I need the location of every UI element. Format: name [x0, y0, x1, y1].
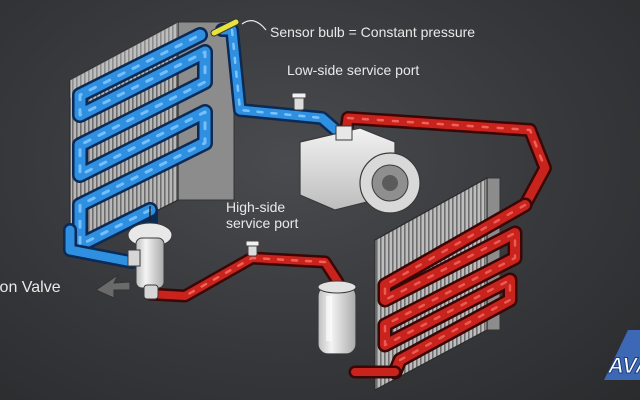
expansion-valve [127, 206, 173, 300]
ava-logo: AVA [604, 330, 640, 380]
sensor-bulb-label: Sensor bulb = Constant pressure [270, 24, 476, 40]
sensor-bulb [210, 18, 240, 37]
low-side-service-port [291, 92, 307, 111]
sensor-pointer [241, 20, 267, 31]
suction-line [63, 23, 345, 269]
liquid-line [143, 251, 402, 379]
receiver-drier [317, 280, 357, 355]
high-side-service-port [245, 240, 260, 257]
condenser-coil [377, 197, 533, 380]
high-side-port-label-line1: High-side [226, 199, 286, 215]
compressor [299, 125, 421, 214]
valve-pointer-arrow [94, 273, 131, 299]
expansion-valve-label: sion Valve [0, 279, 61, 296]
low-side-port-label: Low-side service port [287, 62, 420, 78]
svg-text:AVA: AVA [607, 353, 640, 378]
high-side-port-label-line2: service port [226, 215, 299, 231]
discharge-line [338, 111, 552, 212]
